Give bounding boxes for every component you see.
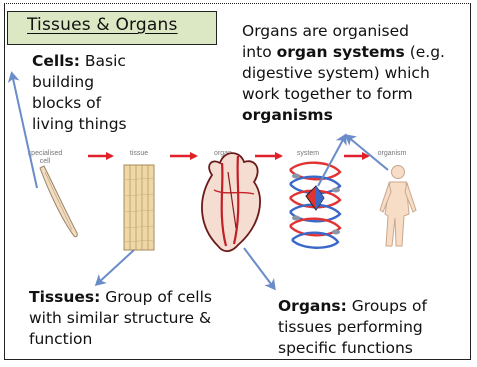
pointer-arrow-organism [347, 136, 388, 170]
pointer-arrow-cells [12, 74, 37, 188]
specialised-cell-illustration [40, 166, 77, 237]
circulatory-system-illustration [290, 163, 340, 248]
heart-organ-illustration [202, 153, 260, 251]
pointer-arrow-system [318, 136, 345, 186]
tissue-illustration [124, 165, 154, 250]
pointer-arrow-organs [244, 248, 274, 288]
human-organism-illustration [380, 166, 416, 247]
pointer-arrow-tissues [97, 250, 134, 284]
